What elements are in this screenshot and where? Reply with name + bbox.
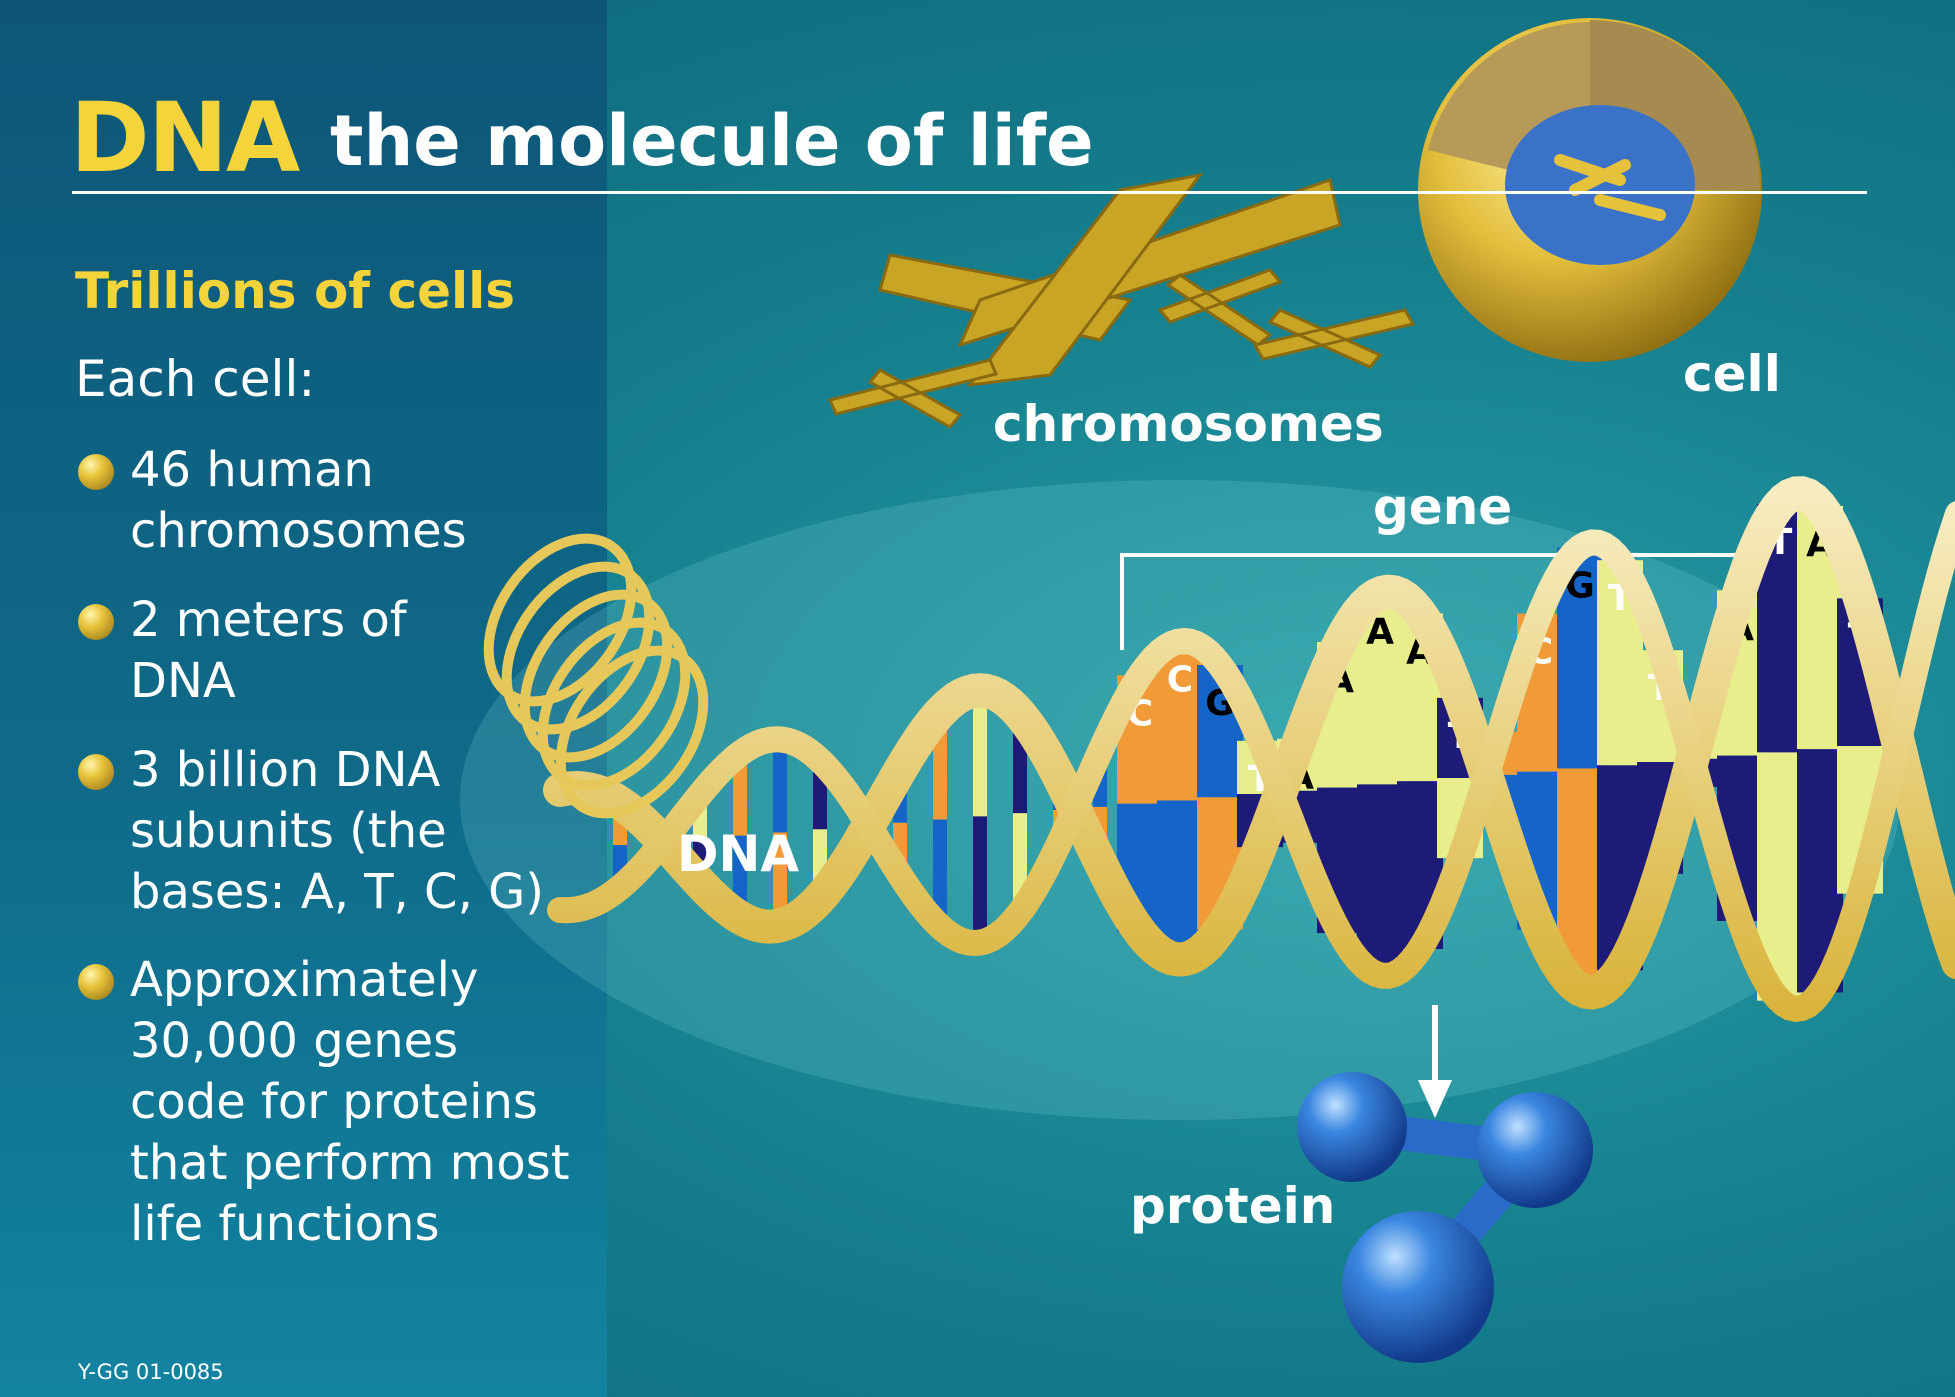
chromosomes-icon — [827, 172, 1416, 429]
bullet-line: bases: A, T, C, G) — [130, 864, 544, 920]
sidebar-subheading: Each cell: — [75, 350, 316, 408]
protein-icon — [1297, 1072, 1593, 1363]
bullet-line: Approximately — [130, 952, 479, 1008]
sidebar-heading: Trillions of cells — [75, 262, 516, 320]
bullet-line: 46 human — [130, 442, 374, 498]
label-gene: gene — [1373, 478, 1513, 536]
bullet-dot-icon — [78, 454, 114, 490]
figure-code: Y-GG 01-0085 — [78, 1360, 224, 1384]
base-bar — [1157, 800, 1203, 960]
dna-backbone-ribbon — [547, 501, 1955, 1023]
base-bar — [973, 816, 987, 943]
bullet-dot-icon — [78, 754, 114, 790]
base-bar — [733, 753, 747, 836]
bullet-line: DNA — [130, 653, 236, 709]
cell-icon — [1418, 18, 1762, 362]
base-bar — [973, 690, 987, 817]
bullet-line: subunits (the — [130, 803, 447, 859]
label-protein: protein — [1130, 1177, 1336, 1235]
base-bar — [1357, 784, 1403, 976]
dna-coil — [555, 645, 709, 819]
label-dna: DNA — [677, 825, 800, 883]
bullet-line: 3 billion DNA — [130, 742, 441, 798]
title-text: the molecule of life — [330, 100, 1094, 182]
dna-backbone-ribbon — [543, 476, 1955, 1010]
bullet-line: chromosomes — [130, 503, 467, 559]
label-cell: cell — [1683, 345, 1781, 403]
bullet-line: 2 meters of — [130, 592, 407, 648]
base-bar — [933, 819, 947, 927]
base-bar — [1157, 641, 1203, 801]
bullet-line: code for proteins — [130, 1074, 538, 1130]
bullet-line: life functions — [130, 1196, 440, 1252]
bullet-line: 30,000 genes — [130, 1013, 459, 1069]
bullet-dot-icon — [78, 604, 114, 640]
title-highlight: DNA — [70, 82, 300, 194]
label-chromosomes: chromosomes — [993, 395, 1384, 453]
base-letter: C — [1167, 659, 1193, 700]
bullet-dot-icon — [78, 964, 114, 1000]
title-divider — [72, 191, 1867, 194]
base-bar — [773, 832, 787, 926]
base-bar — [773, 739, 787, 833]
arrow-down-icon — [1418, 1005, 1452, 1118]
bullet-line: that perform most — [130, 1135, 570, 1191]
